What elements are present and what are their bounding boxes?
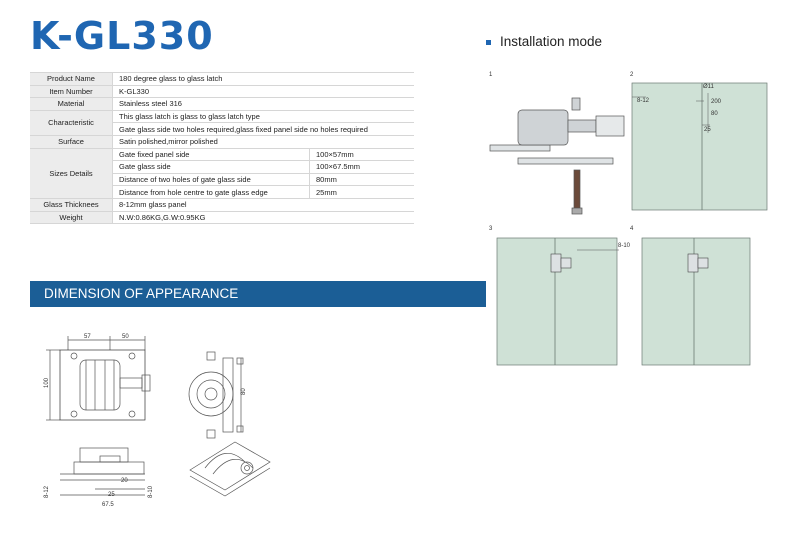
spec-label: Material [30,97,113,111]
dim-label: 25 [108,492,115,498]
spec-table: Product Name 180 degree glass to glass l… [30,72,414,225]
spec-value: Gate glass side two holes required,glass… [112,122,414,136]
table-row: Gate glass side 100×67.5mm [30,160,414,174]
spec-label: Sizes Details [30,148,113,199]
dim-label: 8-12 [44,485,50,498]
table-row: Glass Thicknees 8-12mm glass panel [30,198,414,212]
side-view-drawing: 80 [188,351,271,497]
step-number: 2 [630,72,634,78]
spec-label: Characteristic [30,110,113,136]
bullet-icon [486,39,491,45]
spec-label: Weight [30,211,113,225]
table-row: Surface Satin polished,mirror polished [30,135,414,149]
table-row: Material Stainless steel 316 [30,97,414,111]
dim-label: 200 [711,99,722,105]
step-number: 3 [489,226,493,232]
table-row: Gate glass side two holes required,glass… [30,122,414,136]
spec-value: This glass latch is glass to glass latch… [112,110,414,124]
table-row: Weight N.W:0.86KG,G.W:0.95KG [30,211,414,225]
step1-drawing [489,97,625,215]
dim-label: 57 [84,334,91,340]
spec-value: 8-12mm glass panel [112,198,414,212]
page-title: K-GL330 [30,14,214,58]
spec-label: Item Number [30,85,113,99]
dim-label: 80 [241,388,247,395]
table-row: Item Number K-GL330 [30,85,414,99]
front-view-drawing: 57 50 100 8-12 20 25 67.5 8-10 [44,334,154,508]
spec-label: Glass Thicknees [30,198,113,212]
dim-label: 8-12 [637,98,650,104]
size-value: 25mm [309,185,414,199]
table-row: Product Name 180 degree glass to glass l… [30,72,414,86]
dimension-heading: DIMENSION OF APPEARANCE [30,281,486,307]
dim-label: Ø11 [703,84,715,90]
step-number: 1 [489,72,493,78]
size-value: 100×57mm [309,148,414,162]
dim-label: 8-10 [148,485,154,498]
step4-drawing [641,237,751,366]
dim-label: 67.5 [102,502,114,508]
size-value: 80mm [309,173,414,187]
spec-label: Surface [30,135,113,149]
step3-drawing: 8-10 [496,237,631,366]
spec-label: Product Name [30,72,113,86]
size-name: Distance of two holes of gate glass side [112,173,310,187]
size-name: Distance from hole centre to gate glass … [112,185,310,199]
spec-value: N.W:0.86KG,G.W:0.95KG [112,211,414,225]
dim-label: 80 [711,111,718,117]
dim-label: 50 [122,334,129,340]
spec-value: Stainless steel 316 [112,97,414,111]
dim-label: 100 [44,377,50,388]
table-row: Sizes Details Gate fixed panel side 100×… [30,148,414,199]
size-name: Gate fixed panel side [112,148,310,162]
dim-label: 20 [121,478,128,484]
spec-value: K-GL330 [112,85,414,99]
table-row: Distance from hole centre to gate glass … [30,185,414,199]
step-number: 4 [630,226,634,232]
installation-heading: Installation mode [486,34,602,49]
size-value: 100×67.5mm [309,160,414,174]
table-row: Characteristic This glass latch is glass… [30,110,414,136]
dim-label: 8-10 [618,243,631,249]
spec-value: 180 degree glass to glass latch [112,72,414,86]
installation-heading-text: Installation mode [500,34,603,49]
dim-label: 25 [704,127,711,133]
step2-drawing: 8-12 200 80 25 Ø11 [631,82,768,211]
table-row: Distance of two holes of gate glass side… [30,173,414,187]
size-name: Gate glass side [112,160,310,174]
spec-value: Satin polished,mirror polished [112,135,414,149]
